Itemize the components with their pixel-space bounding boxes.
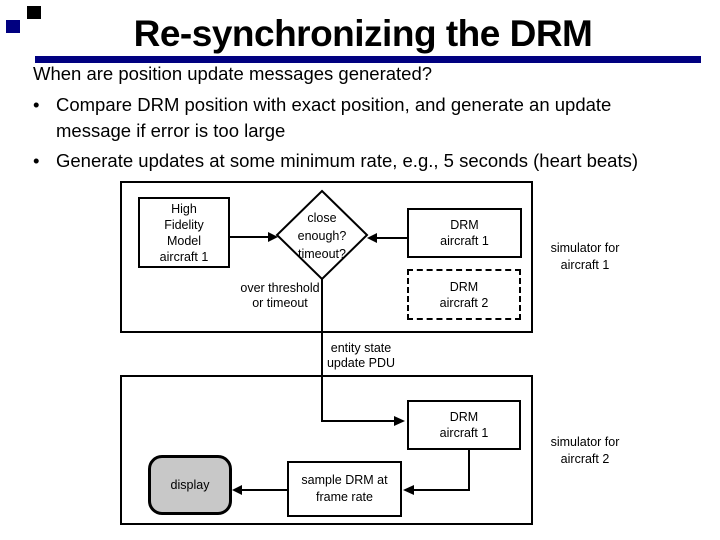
bullet-item-1: • Compare DRM position with exact positi… [33,92,718,144]
drm-aircraft2-dashed-box: DRM aircraft 2 [407,269,521,320]
simulator1-label: simulator for aircraft 1 [550,241,620,272]
over-threshold-label: over threshold or timeout [240,281,320,310]
bullet-item-2: • Generate updates at some minimum rate,… [33,148,718,174]
sample-drm-box: sample DRM at frame rate [287,461,402,517]
entity-state-pdu-label: entity state update PDU [326,341,396,370]
drm-aircraft1-box-sim2: DRM aircraft 1 [407,400,521,450]
title-underline [35,56,701,63]
simulator2-label: simulator for aircraft 2 [550,435,620,466]
bullet-text-1: Compare DRM position with exact position… [56,94,612,141]
bullet-glyph-1: • [33,94,40,115]
slide-title: Re-synchronizing the DRM [133,13,593,54]
decoration-square-top [27,6,41,19]
bullet-glyph-2: • [33,150,40,171]
drm-aircraft1-box-sim1: DRM aircraft 1 [407,208,522,258]
high-fidelity-model-box: High Fidelity Model aircraft 1 [138,197,230,268]
display-box: display [148,455,232,515]
bullet-text-2: Generate updates at some minimum rate, e… [56,150,639,171]
decision-diamond-label: close enough? timeout? [297,211,347,261]
decoration-square-bottom [6,20,20,33]
intro-question: When are position update messages genera… [33,63,433,84]
